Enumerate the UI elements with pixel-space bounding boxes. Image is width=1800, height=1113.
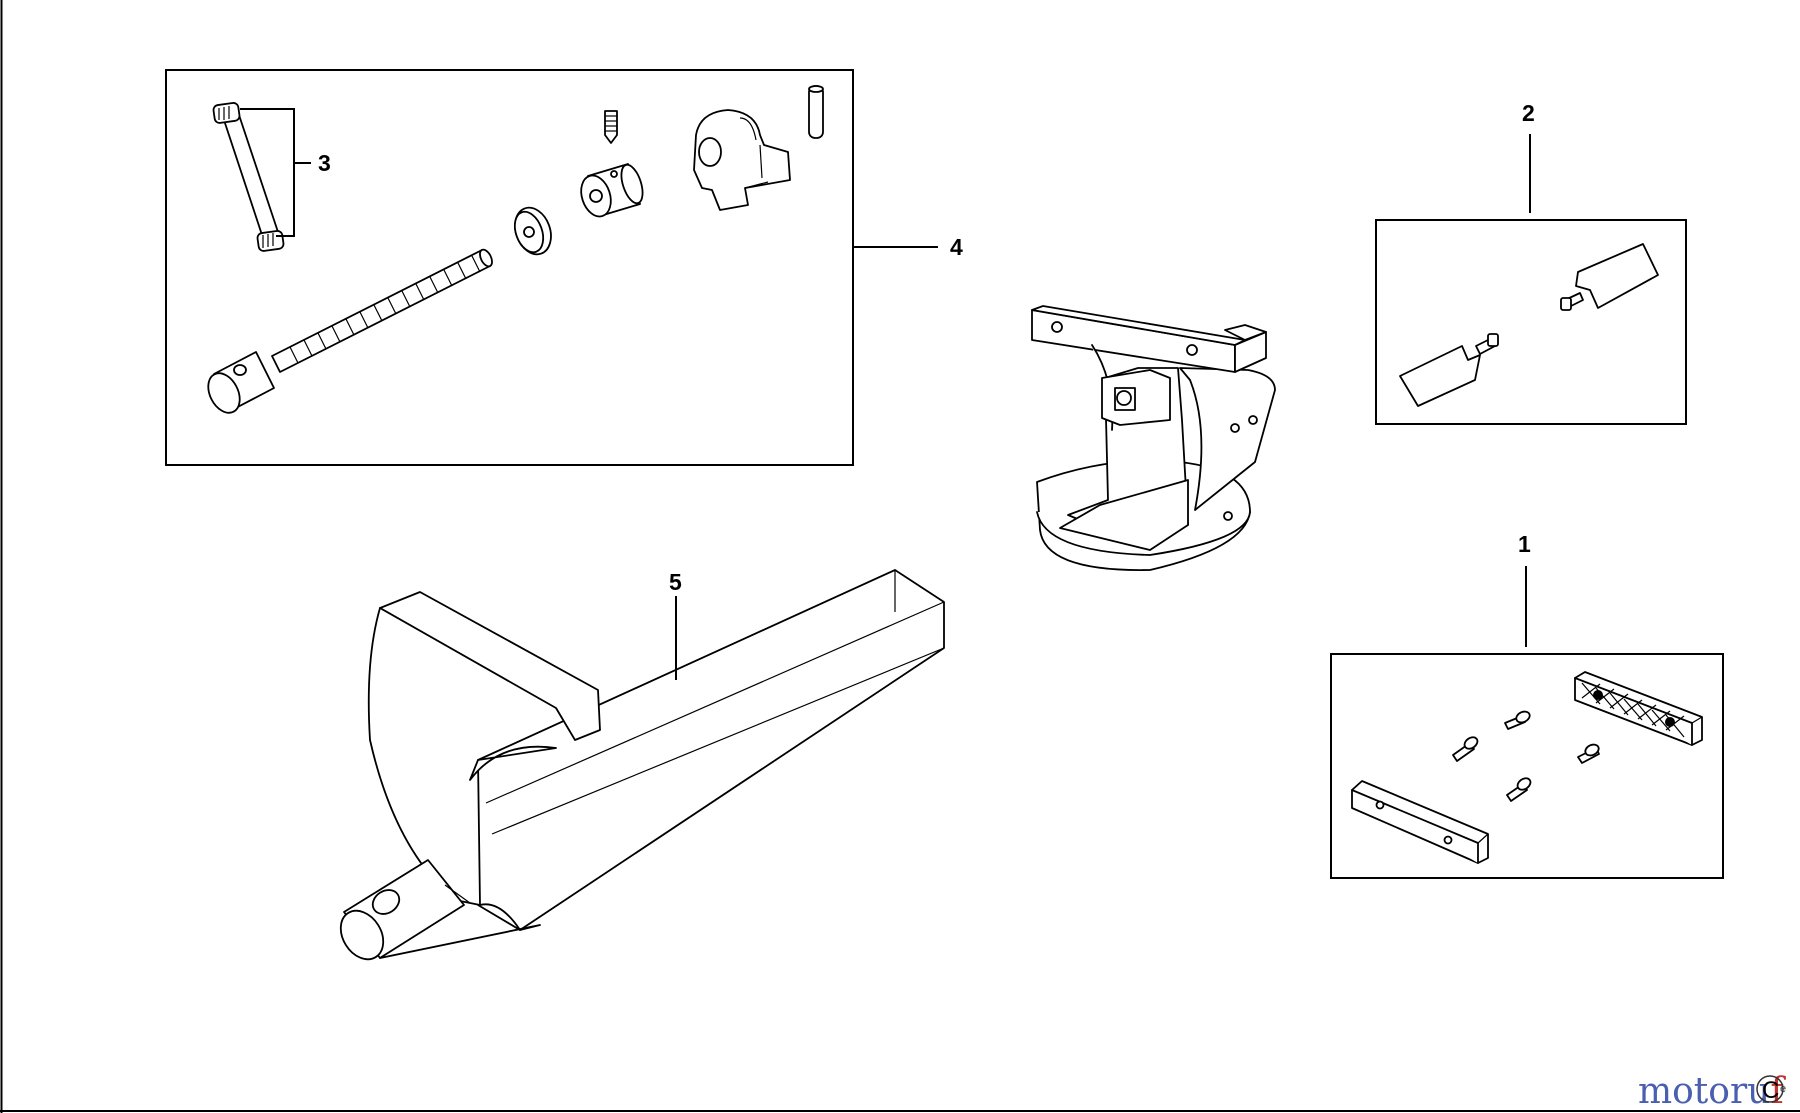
plate-hole-right	[1665, 717, 1675, 727]
callout-3-bracket	[240, 108, 311, 237]
watermark: motoruf C e	[1638, 1071, 1786, 1112]
kit-1-frame	[1330, 653, 1724, 879]
plate-screw-3	[1577, 743, 1600, 764]
kit-1-jaw-plates: 1	[1330, 531, 1724, 879]
plate-screw-2	[1504, 710, 1531, 730]
watermark-badge: C	[1762, 1077, 1779, 1104]
kit-2-frame	[1375, 219, 1687, 425]
main-screw	[207, 248, 493, 414]
callout-5: 5	[669, 569, 682, 595]
handle-bar	[212, 102, 285, 252]
collar	[580, 163, 644, 218]
watermark-brand: motoru	[1638, 1071, 1770, 1112]
jaw-screw-upper	[1560, 292, 1584, 311]
watermark-badge-ring	[1756, 1075, 1784, 1103]
watermark-small-text: e	[1780, 1083, 1786, 1095]
vise-base-body	[1031, 305, 1276, 571]
plate-hole-left	[1593, 690, 1603, 700]
jaw-screw-lower	[1475, 333, 1499, 355]
nut-block	[693, 109, 791, 211]
washer	[513, 206, 552, 256]
callout-2: 2	[1522, 100, 1535, 126]
kit-4-frame	[165, 69, 854, 466]
sliding-jaw	[339, 569, 945, 961]
callout-1: 1	[1518, 531, 1531, 557]
kit-4-screw-assembly: 4 3	[165, 69, 963, 466]
callout-4: 4	[950, 234, 963, 260]
kit-2-anvil-jaw: 2	[1375, 100, 1687, 425]
pin	[808, 85, 824, 139]
plate-screw-4	[1506, 777, 1532, 802]
plate-screw-1	[1452, 736, 1479, 762]
set-screw	[604, 110, 618, 144]
callout-3: 3	[318, 150, 331, 176]
serrated-jaw-plate	[1574, 671, 1703, 746]
plain-jaw-plate	[1351, 780, 1489, 864]
plate-screws	[1452, 710, 1600, 802]
